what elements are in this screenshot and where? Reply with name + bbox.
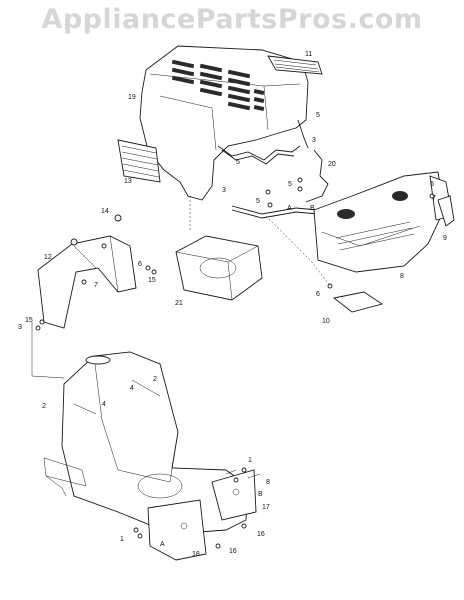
callout-4b: 4 [102,401,106,408]
side-grille-right [267,55,323,75]
callout-14: 14 [101,208,109,215]
callout-15a: 15 [148,277,156,284]
callout-19: 19 [128,94,136,101]
callout-21: 21 [175,300,183,307]
callout-9: 9 [443,235,447,242]
callout-17: 17 [262,504,270,511]
dash-panel [37,235,137,329]
battery-tray [175,235,263,301]
light-lens [332,291,384,313]
callout-6b: 6 [138,261,142,268]
callout-18: 18 [192,551,200,558]
callout-12: 12 [44,254,52,261]
callout-3c: 3 [18,324,22,331]
callout-6a: 6 [430,181,434,188]
callout-1b: 1 [120,536,124,543]
hood-vent-slots [171,59,265,111]
callout-2b: 2 [42,403,46,410]
callout-7a: 7 [432,195,436,202]
callout-5c: 5 [288,181,292,188]
callout-8a: 8 [400,273,404,280]
callout-16b: 16 [229,548,237,555]
callout-A1: A [287,205,292,212]
callout-5d: 5 [256,198,260,205]
hood-bracket-parts [217,119,329,203]
callout-6c: 6 [316,291,320,298]
callout-15b: 15 [25,317,33,324]
fastener-hardware [35,177,435,549]
callout-5a: 5 [316,112,320,119]
callout-B1: B [310,205,315,212]
callout-8b: 8 [266,479,270,486]
callout-2a: 2 [153,376,157,383]
headlight-lens [437,195,455,227]
callout-3a: 3 [312,137,316,144]
callout-5b: 5 [236,159,240,166]
side-grille-left [117,139,161,183]
watermark-text: AppliancePartsPros.com [41,4,423,35]
callout-4a: 4 [130,385,134,392]
callout-16a: 16 [257,531,265,538]
callout-10: 10 [322,318,330,325]
callout-B2: B [258,491,263,498]
front-bumper-grille [313,171,453,273]
callout-1a: 1 [248,457,252,464]
tractor-frame [43,351,257,561]
callout-3b: 3 [222,187,226,194]
callout-20: 20 [328,161,336,168]
callout-11: 11 [305,51,312,58]
callout-labels: 11 19 5 3 5 20 13 3 5 5 A B 6 7 9 14 12 … [18,51,447,558]
callout-A2: A [160,541,165,548]
leader-lines [31,196,331,479]
hood-hinge-bar [231,186,319,219]
callout-13: 13 [124,178,132,185]
callout-7b: 7 [94,282,98,289]
